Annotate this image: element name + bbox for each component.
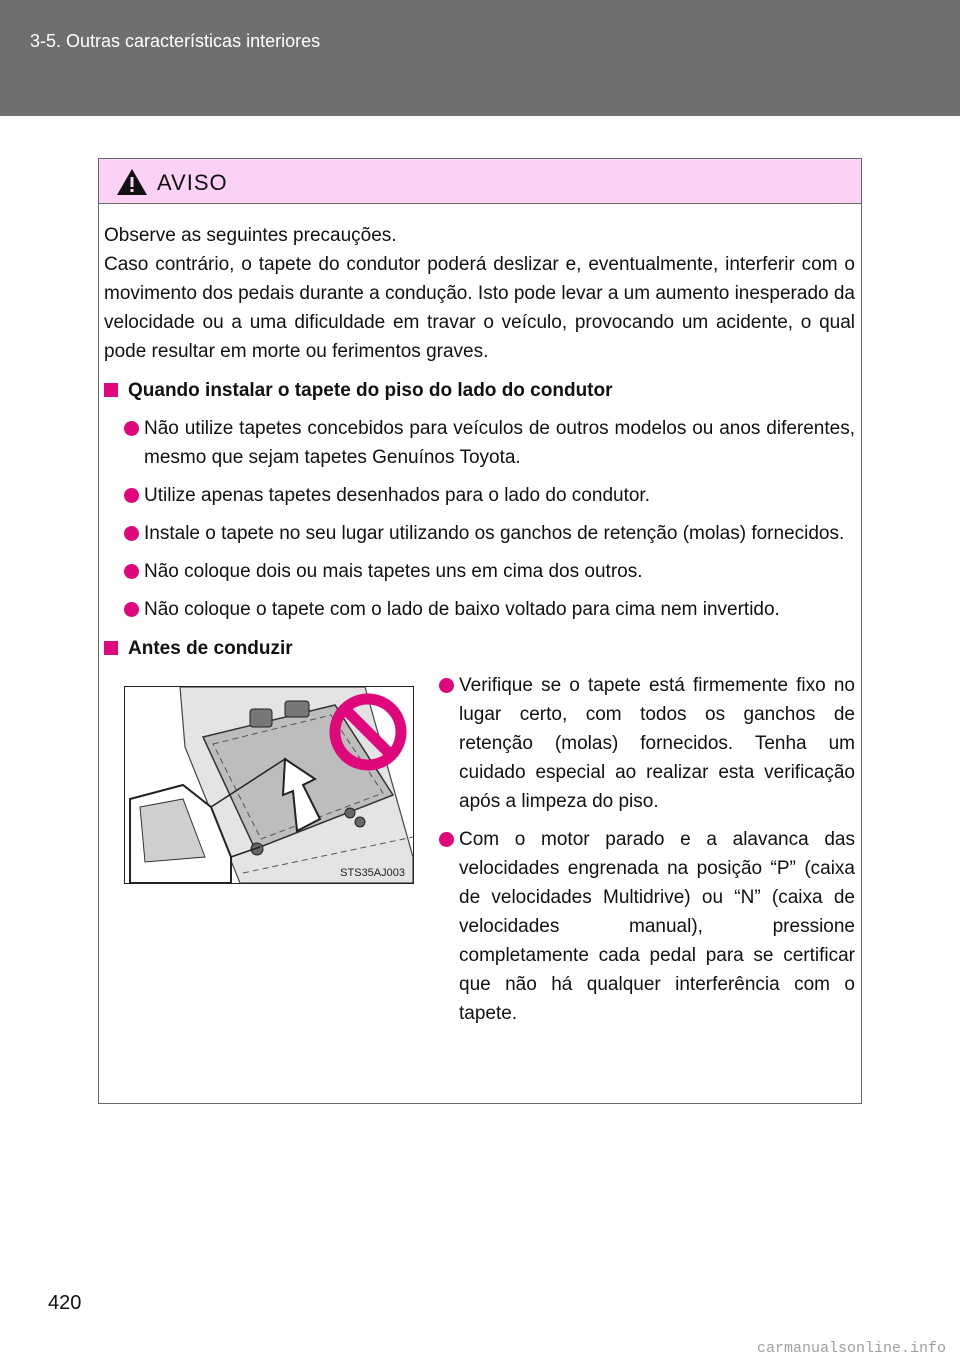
section-title: 3-5. Outras características interiores xyxy=(30,31,321,51)
bullet-dot-icon xyxy=(124,488,139,503)
list-item-text: Não coloque o tapete com o lado de baixo… xyxy=(144,599,780,620)
list-item-text: Não utilize tapetes concebidos para veíc… xyxy=(144,418,855,468)
bullet-dot-icon xyxy=(124,526,139,541)
warning-content: Observe as seguintes precauções. Caso co… xyxy=(104,221,855,1061)
list-item: Instale o tapete no seu lugar utilizando… xyxy=(104,519,855,548)
section-heading-text: Antes de conduzir xyxy=(128,638,293,659)
list-item-text: Não coloque dois ou mais tapetes uns em … xyxy=(144,561,643,582)
bullet-dot-icon xyxy=(439,832,454,847)
page-header: 3-5. Outras características interiores xyxy=(0,0,960,116)
list-item: Utilize apenas tapetes desenhados para o… xyxy=(104,481,855,510)
bullet-dot-icon xyxy=(124,602,139,617)
warning-triangle-icon xyxy=(117,169,147,195)
list-item-text: Instale o tapete no seu lugar utilizando… xyxy=(144,523,845,544)
before-driving-list: Verifique se o tapete está firmemente fi… xyxy=(419,671,855,1028)
warning-header: AVISO xyxy=(99,159,861,204)
section-heading-text: Quando instalar o tapete do piso do lado… xyxy=(128,380,613,401)
list-item: Não utilize tapetes concebidos para veíc… xyxy=(104,414,855,472)
square-bullet-icon xyxy=(104,383,118,397)
warning-title: AVISO xyxy=(157,170,228,195)
warning-intro: Observe as seguintes precauções. Caso co… xyxy=(104,225,855,362)
page-number: 420 xyxy=(48,1292,82,1314)
illustration-code: STS35AJ003 xyxy=(340,867,405,879)
before-driving-body: STS35AJ003 Verifique se o tapete está fi… xyxy=(104,671,855,1061)
list-item-text: Verifique se o tapete está firmemente fi… xyxy=(459,675,855,812)
watermark-text: carmanualsonline.info xyxy=(756,1340,946,1357)
section-heading-before-driving: Antes de conduzir xyxy=(104,634,855,663)
list-item: Não coloque dois ou mais tapetes uns em … xyxy=(104,557,855,586)
floor-mat-illustration: STS35AJ003 xyxy=(124,686,414,884)
section-heading-install: Quando instalar o tapete do piso do lado… xyxy=(104,376,855,405)
bullet-dot-icon xyxy=(124,421,139,436)
floor-mat-drawing xyxy=(129,687,413,883)
list-item: Não coloque o tapete com o lado de baixo… xyxy=(104,595,855,624)
warning-box: AVISO Observe as seguintes precauções. C… xyxy=(98,158,862,1104)
list-item: Com o motor parado e a alavanca das velo… xyxy=(419,825,855,1028)
list-item-text: Utilize apenas tapetes desenhados para o… xyxy=(144,485,650,506)
bullet-dot-icon xyxy=(124,564,139,579)
list-item-text: Com o motor parado e a alavanca das velo… xyxy=(459,829,855,1024)
bullet-dot-icon xyxy=(439,678,454,693)
square-bullet-icon xyxy=(104,641,118,655)
list-item: Verifique se o tapete está firmemente fi… xyxy=(419,671,855,816)
